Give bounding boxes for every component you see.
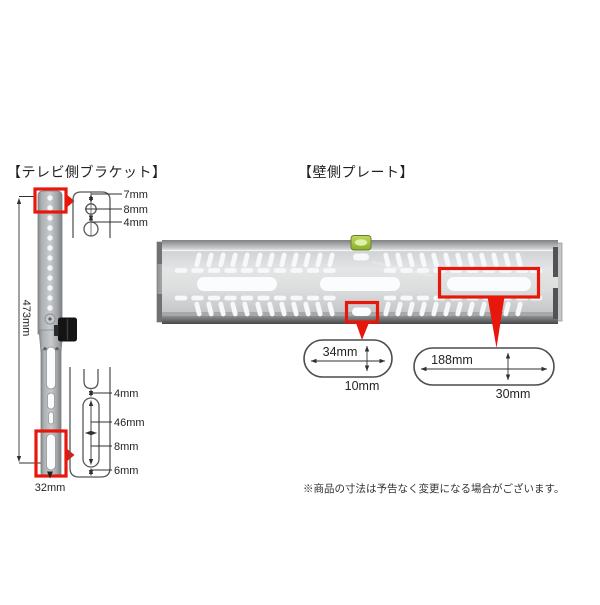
plate-long-slots	[197, 277, 531, 291]
long-slot-left	[197, 277, 277, 291]
bubble-level	[350, 235, 372, 251]
lower-arm-slot-1	[46, 346, 56, 390]
tv-bracket-title: 【テレビ側ブラケット】	[7, 164, 167, 180]
slot-width-label: 8mm	[114, 441, 138, 453]
tv-bracket-diagram: 473mm	[16, 187, 148, 494]
bracket-lower-arm	[40, 346, 62, 478]
large-slot-height-label: 30mm	[496, 387, 531, 401]
hole-diameter-label: 8mm	[124, 204, 148, 216]
wall-plate-title: 【壁側プレート】	[298, 164, 414, 180]
bubble-level-window	[354, 239, 368, 246]
top-detail-callout: 7mm 8mm 4mm	[72, 189, 148, 238]
bottom-detail-callout: 4mm 46mm 8mm 6mm	[69, 367, 145, 478]
end-gap-label: 4mm	[114, 388, 138, 400]
bracket-upper-arm	[37, 190, 63, 335]
small-slot	[352, 307, 371, 316]
small-slot-highlight	[344, 300, 380, 340]
lower-arm-slot-2	[47, 392, 55, 410]
slot-length-label: 46mm	[114, 417, 145, 429]
level-mount-slot	[353, 253, 369, 261]
lower-arm-slot-4	[46, 433, 56, 471]
lower-arm-slot-3	[48, 411, 54, 425]
detail-slot-outline	[82, 397, 100, 468]
dimension-disclaimer: ※商品の寸法は予告なく変更になる場合がございます。	[303, 483, 565, 495]
bottom-width-dimension: 32mm	[35, 471, 66, 494]
large-slot-pointer	[487, 296, 505, 348]
small-slot-width-label: 34mm	[323, 345, 358, 359]
large-slot-callout: 188mm 30mm	[413, 347, 555, 401]
small-slot-pointer	[355, 321, 370, 340]
overall-height-dimension: 473mm	[16, 196, 44, 464]
hole-gap-label: 4mm	[124, 217, 148, 229]
plate-slot-row-bottom	[193, 301, 524, 317]
long-slot-right	[447, 277, 531, 291]
plate-bottom-flange	[162, 316, 558, 324]
top-highlight-box	[33, 187, 75, 214]
wall-plate-diagram: 34mm 10mm 188mm 30mm	[156, 235, 563, 401]
top-highlight-pointer	[66, 194, 75, 208]
pivot-bolt-center	[48, 317, 52, 321]
overall-height-label: 473mm	[20, 300, 32, 337]
knob-shaft	[54, 325, 59, 336]
plate-slot-row-top	[193, 252, 524, 268]
bottom-margin-label: 6mm	[114, 465, 138, 477]
hole-offset-label: 7mm	[124, 189, 148, 201]
large-slot-width-label: 188mm	[431, 353, 473, 367]
long-slot-center	[320, 277, 400, 291]
bracket-hole-column	[47, 195, 53, 311]
large-slot-highlight	[437, 266, 541, 348]
bottom-width-label: 32mm	[35, 482, 66, 494]
small-slot-callout: 34mm 10mm	[303, 339, 393, 393]
small-slot-height-label: 10mm	[345, 379, 380, 393]
